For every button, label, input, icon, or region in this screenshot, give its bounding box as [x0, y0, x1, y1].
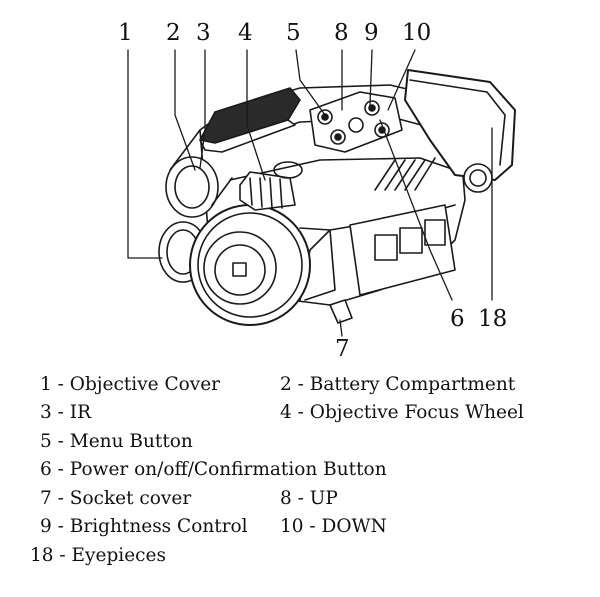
callout-4: 4 [238, 20, 253, 46]
leader-lines [127, 49, 493, 337]
legend-item-8: 8 - UP [280, 488, 338, 509]
battery-compartment [199, 87, 301, 153]
callout-10: 10 [402, 20, 432, 46]
callout-3: 3 [196, 20, 211, 46]
callout-6: 6 [450, 306, 465, 332]
legend-item-3: 3 - IR [40, 402, 92, 423]
callout-5: 5 [286, 20, 301, 46]
rail-mount [349, 204, 456, 296]
focus-wheel [239, 161, 303, 211]
legend-item-5: 5 - Menu Button [40, 431, 193, 452]
side-vents [374, 157, 436, 191]
callout-9: 9 [364, 20, 379, 46]
callout-18: 18 [478, 306, 508, 332]
legend-item-1: 1 - Objective Cover [40, 374, 221, 395]
callout-1: 1 [118, 20, 133, 46]
legend-item-9: 9 - Brightness Control [40, 516, 248, 537]
socket-cover [329, 299, 353, 324]
callout-7: 7 [335, 336, 350, 362]
device-illustration [127, 49, 516, 337]
legend-item-7: 7 - Socket cover [40, 488, 192, 509]
legend-item-18: 18 - Eyepieces [30, 545, 166, 566]
legend-item-2: 2 - Battery Compartment [280, 374, 516, 395]
eyepiece [404, 69, 516, 193]
ir-lamp [165, 129, 233, 218]
legend-item-4: 4 - Objective Focus Wheel [280, 402, 524, 423]
callout-2: 2 [166, 20, 181, 46]
control-panel [309, 91, 403, 153]
legend-item-6: 6 - Power on/off/Confirmation Button [40, 459, 387, 480]
legend-item-10: 10 - DOWN [280, 516, 387, 537]
callout-8: 8 [334, 20, 349, 46]
